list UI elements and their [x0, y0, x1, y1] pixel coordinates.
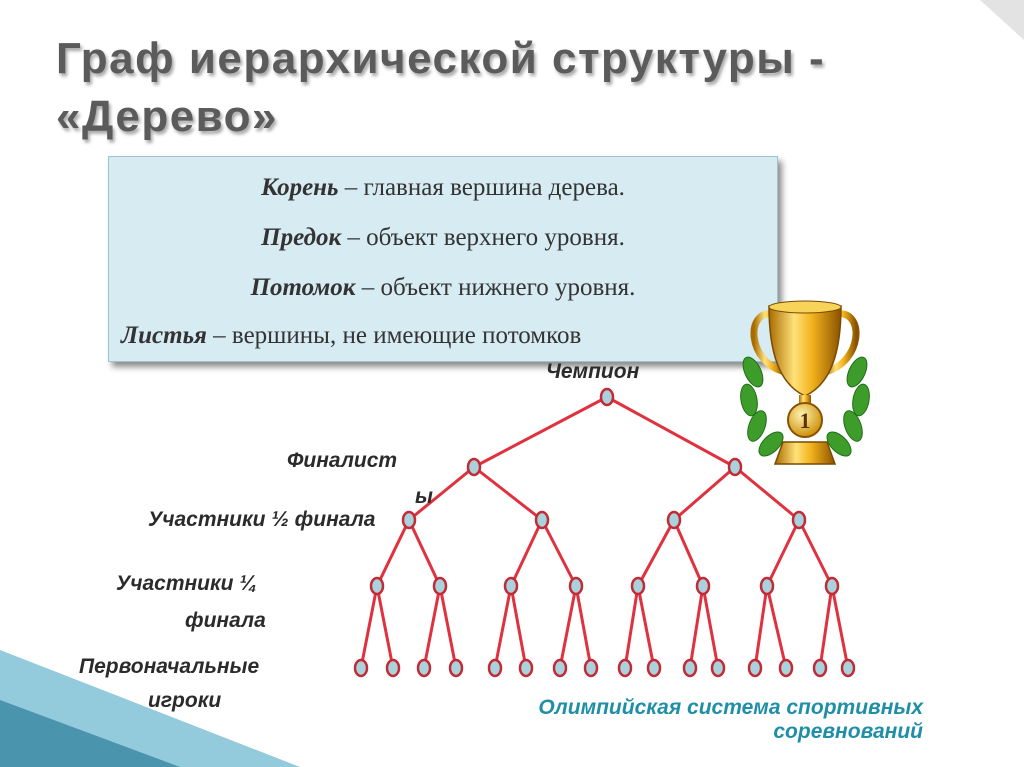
tree-edge — [359, 585, 379, 669]
definitions-box: Корень – главная вершина дерева. Предок … — [108, 156, 778, 362]
node-leaf — [518, 658, 534, 678]
definition-term: Предок — [261, 224, 342, 251]
title-line-1: Граф иерархической структуры - — [56, 34, 826, 83]
tree-edge — [688, 585, 705, 669]
tree-edge — [375, 519, 411, 587]
node-finalist — [727, 457, 743, 477]
definition-text: – вершины, не имеющие потомков — [206, 322, 582, 349]
caption: Олимпийская система спортивных соревнова… — [360, 696, 923, 744]
tree-edge — [753, 585, 769, 669]
tree-edge — [509, 585, 528, 669]
tree-edge — [375, 585, 395, 669]
tree-edge — [493, 585, 513, 669]
node-leaf — [617, 658, 633, 678]
node-leaf — [646, 658, 662, 678]
tree-edge — [701, 585, 720, 669]
label-quarterfinal: Участники ¼ — [116, 572, 257, 595]
label-finalists: Финалист — [287, 449, 398, 472]
node-root — [599, 387, 615, 407]
node-semifinal — [666, 510, 682, 530]
tree-edge — [422, 585, 442, 669]
tree-edge — [818, 585, 834, 669]
label-initial-players-2: игроки — [148, 689, 222, 712]
node-semifinal — [401, 510, 417, 530]
tree-edge — [408, 465, 475, 522]
tree-edges — [359, 395, 850, 669]
node-leaf — [583, 658, 599, 678]
tree-edge — [540, 519, 578, 587]
definition-term: Корень — [261, 174, 339, 201]
node-leaf — [710, 658, 726, 678]
node-leaf — [448, 658, 464, 678]
tree-edge — [636, 585, 656, 669]
tree-edge — [623, 585, 640, 669]
tree-edge — [672, 519, 705, 587]
node-quarterfinal — [369, 576, 385, 596]
node-quarterfinal — [503, 576, 519, 596]
tree-edge — [765, 519, 801, 587]
tree-edge — [797, 519, 834, 587]
tree-edge — [765, 585, 788, 669]
tree-edge — [636, 519, 676, 587]
label-initial-players: Первоначальные — [79, 655, 260, 678]
definition-text: – главная вершина дерева. — [338, 174, 625, 201]
node-quarterfinal — [759, 576, 775, 596]
page-title: Граф иерархической структуры - «Дерево» — [56, 30, 996, 146]
definition-descendant: Потомок – объект нижнего уровня. — [109, 273, 777, 303]
tree-edge — [673, 465, 736, 522]
node-leaf — [778, 658, 794, 678]
tree-edge — [606, 395, 736, 469]
tree-edge — [407, 519, 442, 587]
label-quarterfinal-2: финала — [185, 609, 266, 632]
node-leaf — [747, 658, 763, 678]
tree-edge — [438, 585, 458, 669]
node-leaf — [385, 658, 401, 678]
node-semifinal — [791, 510, 807, 530]
node-leaf — [840, 658, 856, 678]
node-quarterfinal — [568, 576, 584, 596]
tree-edge — [558, 585, 578, 669]
caption-line-2: соревнований — [773, 720, 923, 743]
trophy-icon: 1 — [740, 300, 870, 465]
label-semifinal: Участники ½ финала — [148, 508, 376, 531]
definition-text: – объект нижнего уровня. — [355, 274, 636, 301]
node-quarterfinal — [630, 576, 646, 596]
tree-edge — [830, 585, 850, 669]
tree-edge — [734, 465, 800, 522]
definition-text: – объект верхнего уровня. — [341, 224, 625, 251]
definition-term: Потомок — [250, 274, 356, 301]
node-quarterfinal — [695, 576, 711, 596]
title-line-2: «Дерево» — [56, 92, 278, 141]
trophy-number: 1 — [800, 408, 811, 433]
label-champion: Чемпион — [546, 360, 640, 383]
tree-edge — [574, 585, 593, 669]
node-leaf — [682, 658, 698, 678]
tree-edge — [473, 395, 608, 469]
tree-nodes — [353, 387, 856, 678]
node-leaf — [416, 658, 432, 678]
node-leaf — [812, 658, 828, 678]
node-quarterfinal — [432, 576, 448, 596]
definition-leaves: Листья – вершины, не имеющие потомков — [121, 321, 789, 351]
node-leaf — [353, 658, 369, 678]
definition-ancestor: Предок – объект верхнего уровня. — [109, 223, 777, 253]
node-leaf — [552, 658, 568, 678]
tree-edge — [473, 465, 543, 522]
node-quarterfinal — [824, 576, 840, 596]
definition-term: Листья — [121, 322, 207, 349]
node-semifinal — [534, 510, 550, 530]
node-finalist — [466, 457, 482, 477]
definition-root: Корень – главная вершина дерева. — [109, 173, 777, 203]
node-leaf — [487, 658, 503, 678]
caption-line-1: Олимпийская система спортивных — [538, 696, 923, 719]
label-finalists-suffix: ы — [415, 485, 433, 508]
tree-edge — [509, 519, 544, 587]
